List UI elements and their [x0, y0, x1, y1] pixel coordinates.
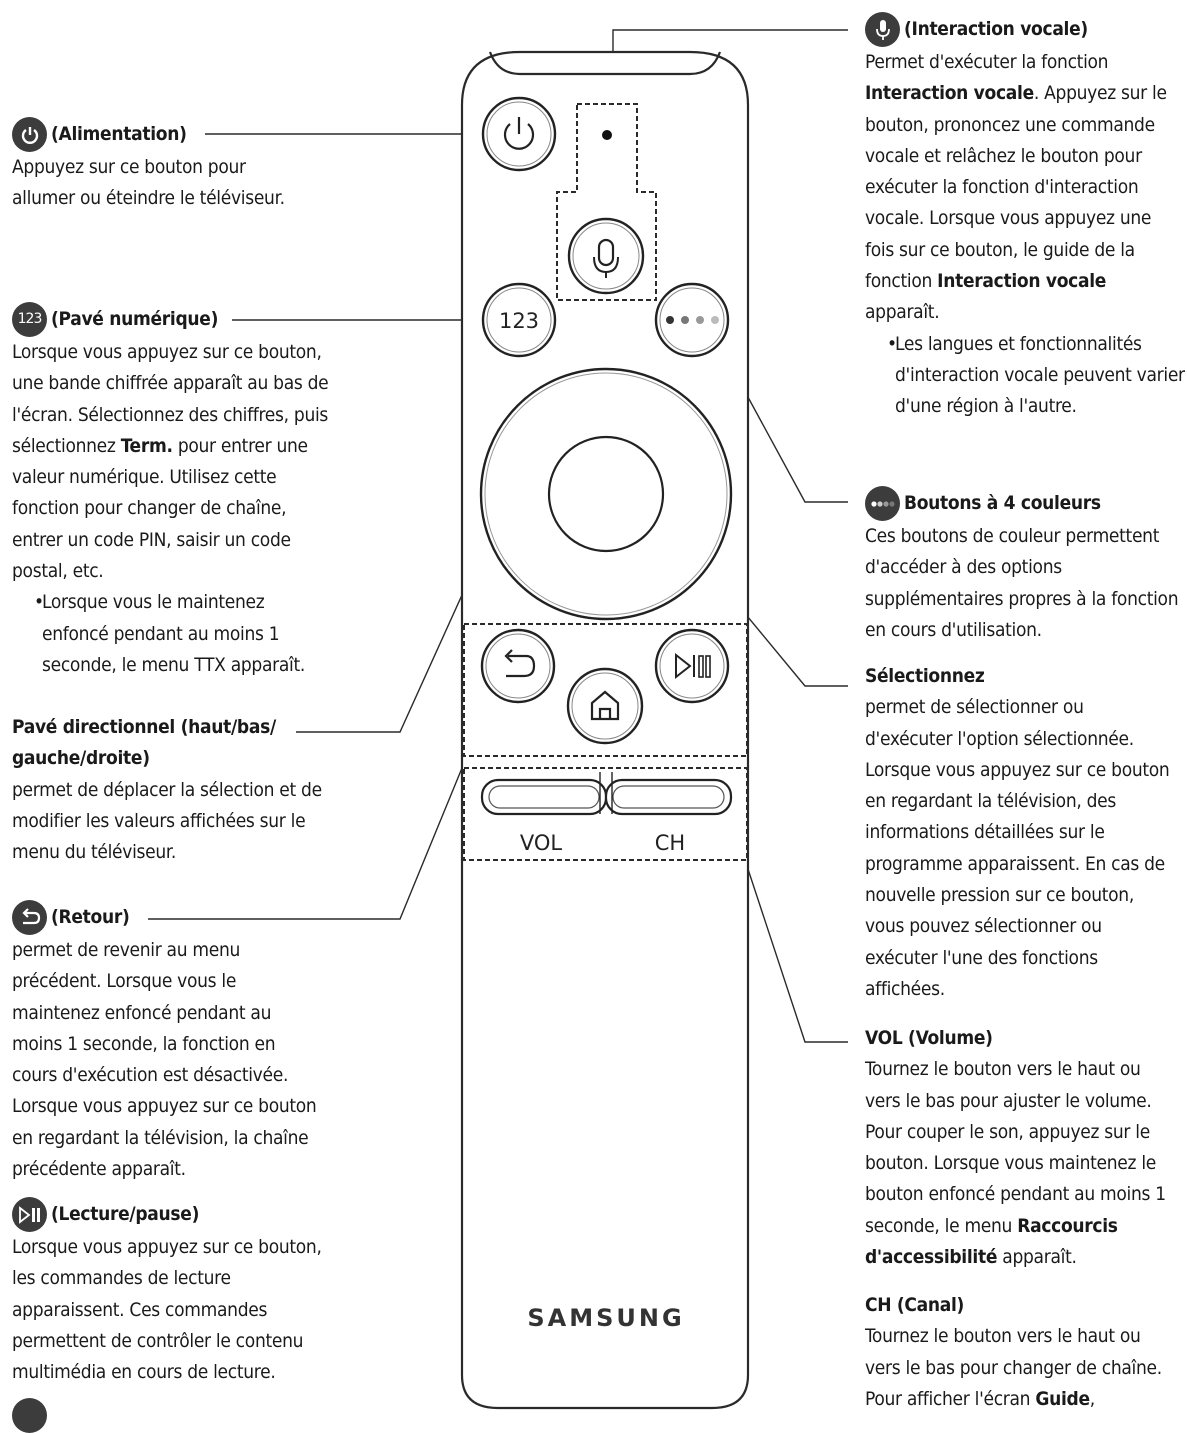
dpad-title: Pavé directionnel (haut/bas/ gauche/droi…	[12, 716, 276, 770]
color-dots-icon	[865, 486, 900, 521]
numpad-title: (Pavé numérique)	[51, 307, 219, 330]
numpad-desc-2: pour entrer une valeur numérique. Utilis…	[12, 434, 308, 583]
voice-desc-3: apparaît.	[865, 301, 940, 324]
voice-button[interactable]	[567, 217, 645, 295]
playpause-section: (Lecture/pause) Lorsque vous appuyez sur…	[12, 1197, 342, 1388]
vol-desc-1: Tournez le bouton vers le haut ou vers l…	[865, 1058, 1166, 1237]
vol-label: VOL	[520, 831, 563, 855]
dpad-description: permet de déplacer la sélection et de mo…	[12, 778, 322, 864]
brand-logo: SAMSUNG	[527, 1304, 684, 1332]
playpause-heading: (Lecture/pause)	[12, 1197, 342, 1232]
voice-desc-bold-1: Interaction vocale	[865, 82, 1034, 105]
select-section: Sélectionnez permet de sélectionner ou d…	[865, 661, 1187, 1005]
ch-title: CH (Canal)	[865, 1294, 965, 1316]
vol-section: VOL (Volume) Tournez le bouton vers le h…	[865, 1023, 1187, 1273]
power-icon	[12, 117, 47, 152]
numpad-section: 123 (Pavé numérique) Lorsque vous appuye…	[12, 302, 342, 681]
ch-desc-1: Tournez le bouton vers le haut ou vers l…	[865, 1325, 1162, 1410]
microphone-hole	[602, 130, 612, 140]
colors-description: Ces boutons de couleur permettent d'accé…	[865, 525, 1179, 641]
mic-area-outline	[556, 103, 657, 301]
voice-section: (Interaction vocale) Permet d'exécuter l…	[865, 12, 1187, 423]
colors-section: Boutons à 4 couleurs Ces boutons de coul…	[865, 486, 1187, 646]
ch-desc-2: ,	[1089, 1387, 1095, 1410]
leader-vol	[744, 859, 848, 1043]
play-pause-button[interactable]	[654, 628, 730, 704]
navigation-area-outline	[463, 623, 748, 757]
ch-description: Tournez le bouton vers le haut ou vers l…	[865, 1321, 1177, 1415]
vol-ch-area-outline	[463, 767, 748, 861]
back-title: (Retour)	[51, 905, 130, 928]
play-pause-icon	[12, 1197, 47, 1232]
power-title: (Alimentation)	[51, 122, 187, 145]
numpad-heading: 123 (Pavé numérique)	[12, 302, 342, 337]
number-pad-button[interactable]: 123	[481, 282, 557, 358]
vol-rocker[interactable]	[480, 778, 608, 816]
vol-desc-2: apparaît.	[997, 1246, 1077, 1269]
power-button[interactable]	[481, 96, 557, 172]
back-description: permet de revenir au menu précédent. Lor…	[12, 939, 317, 1181]
select-button[interactable]	[547, 435, 665, 553]
power-heading: (Alimentation)	[12, 117, 342, 152]
voice-bullet: Les langues et fonctionnalités d'interac…	[865, 329, 1187, 423]
voice-desc-1: Permet d'exécuter la fonction	[865, 51, 1109, 73]
colors-title: Boutons à 4 couleurs	[904, 491, 1101, 514]
dpad-section: Pavé directionnel (haut/bas/ gauche/droi…	[12, 712, 332, 868]
leader-back	[148, 767, 463, 920]
remote-top-edge	[488, 51, 722, 76]
select-description: permet de sélectionner ou d'exécuter l'o…	[865, 696, 1170, 1000]
color-buttons[interactable]	[654, 282, 730, 358]
voice-title: (Interaction vocale)	[904, 17, 1088, 40]
numpad-desc-term: Term.	[120, 434, 173, 457]
colors-heading: Boutons à 4 couleurs	[865, 486, 1187, 521]
number-pad-button-label: 123	[499, 309, 539, 333]
voice-desc-2: . Appuyez sur le bouton, prononcez une c…	[865, 82, 1167, 293]
numpad-description: Lorsque vous appuyez sur ce bouton, une …	[12, 337, 332, 587]
back-icon	[12, 900, 47, 935]
select-title: Sélectionnez	[865, 665, 985, 687]
ch-section: CH (Canal) Tournez le bouton vers le hau…	[865, 1290, 1187, 1415]
microphone-icon	[865, 12, 900, 47]
back-heading: (Retour)	[12, 900, 342, 935]
home-icon	[12, 1398, 47, 1433]
power-description: Appuyez sur ce bouton pour allumer ou ét…	[12, 156, 285, 210]
vol-desc-bold: Raccourcis d'accessibilité	[865, 1214, 1118, 1269]
ch-rocker[interactable]	[604, 778, 733, 816]
home-button[interactable]	[566, 667, 644, 745]
playpause-description: Lorsque vous appuyez sur ce bouton, les …	[12, 1236, 322, 1384]
power-section: (Alimentation) Appuyez sur ce bouton pou…	[12, 117, 342, 215]
voice-heading: (Interaction vocale)	[865, 12, 1187, 47]
numpad-bullet: Lorsque vous le maintenez enfoncé pendan…	[12, 587, 310, 681]
ch-label: CH	[655, 831, 685, 855]
back-button[interactable]	[480, 628, 556, 704]
back-section: (Retour) permet de revenir au menu précé…	[12, 900, 342, 1185]
ch-desc-bold: Guide	[1035, 1387, 1090, 1410]
voice-description: Permet d'exécuter la fonction Interactio…	[865, 47, 1183, 329]
number-pad-icon: 123	[12, 302, 47, 337]
vol-title: VOL (Volume)	[865, 1027, 993, 1049]
number-pad-icon-label: 123	[17, 310, 43, 327]
playpause-title: (Lecture/pause)	[51, 1202, 200, 1225]
voice-desc-bold-2: Interaction vocale	[937, 270, 1107, 293]
vol-description: Tournez le bouton vers le haut ou vers l…	[865, 1054, 1175, 1273]
numpad-desc-1: Lorsque vous appuyez sur ce bouton, une …	[12, 341, 329, 457]
